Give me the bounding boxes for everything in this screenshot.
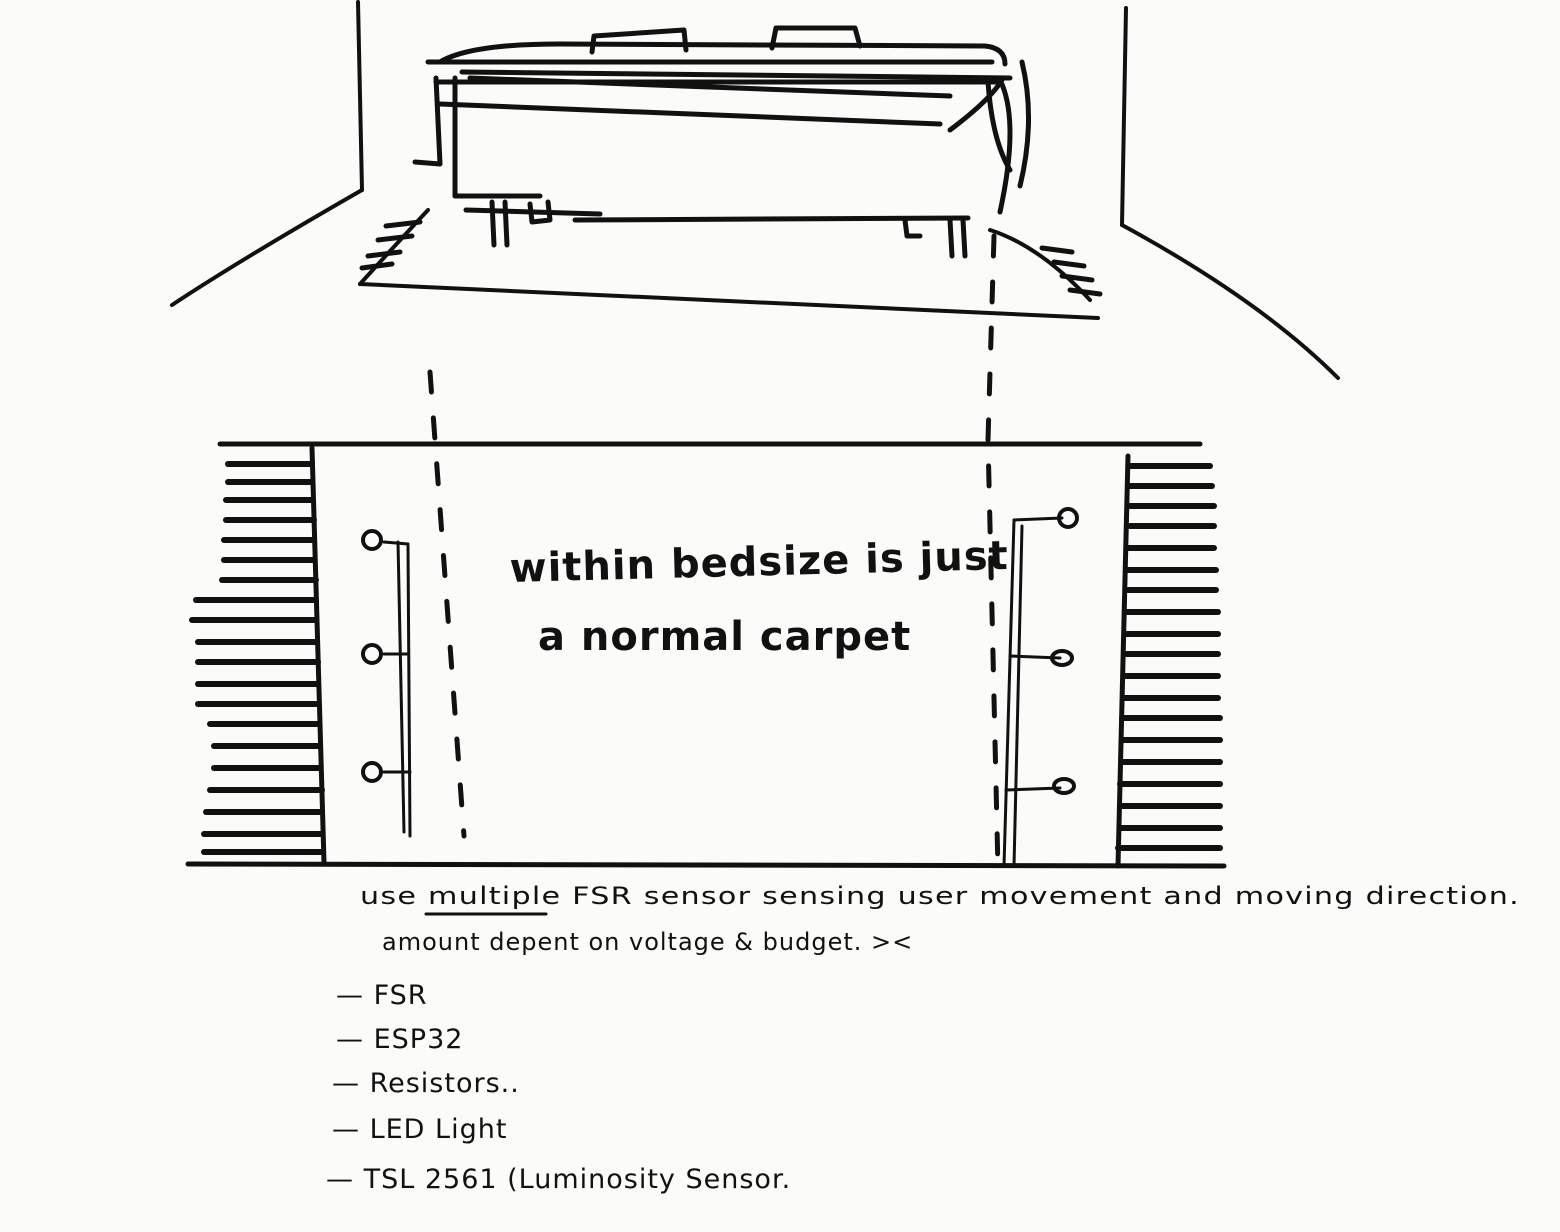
fsr-sensor-left-3 — [363, 763, 381, 781]
fsr-sensor-strip-left — [384, 542, 410, 836]
component-item-led-light: — LED Light — [332, 1114, 507, 1145]
component-item-tsl2561: — TSL 2561 (Luminosity Sensor. — [326, 1164, 791, 1195]
carpet-fringe-left — [192, 464, 322, 852]
component-item-esp32: — ESP32 — [336, 1024, 463, 1055]
carpet-note-line1: within bedsize is just — [509, 533, 1009, 592]
component-list: — FSR — ESP32 — Resistors.. — LED Light … — [326, 980, 791, 1195]
fsr-sensor-right-3 — [1054, 779, 1074, 793]
fsr-sensor-left-2 — [363, 645, 381, 663]
rug-perspective — [360, 210, 1100, 318]
room-perspective — [172, 2, 1338, 378]
fsr-sensor-left-1 — [363, 531, 381, 549]
description-line1: use multiple FSR sensor sensing user mov… — [360, 882, 1520, 910]
component-item-resistors: — Resistors.. — [332, 1068, 520, 1099]
description-line2: amount depent on voltage & budget. >< — [382, 928, 913, 956]
fsr-sensor-strip-right — [1004, 518, 1062, 866]
carpet-note-line2: a normal carpet — [538, 614, 911, 660]
bed-sketch — [415, 28, 1029, 256]
carpet-fringe-right — [1118, 466, 1220, 848]
component-item-fsr: — FSR — [336, 980, 428, 1011]
